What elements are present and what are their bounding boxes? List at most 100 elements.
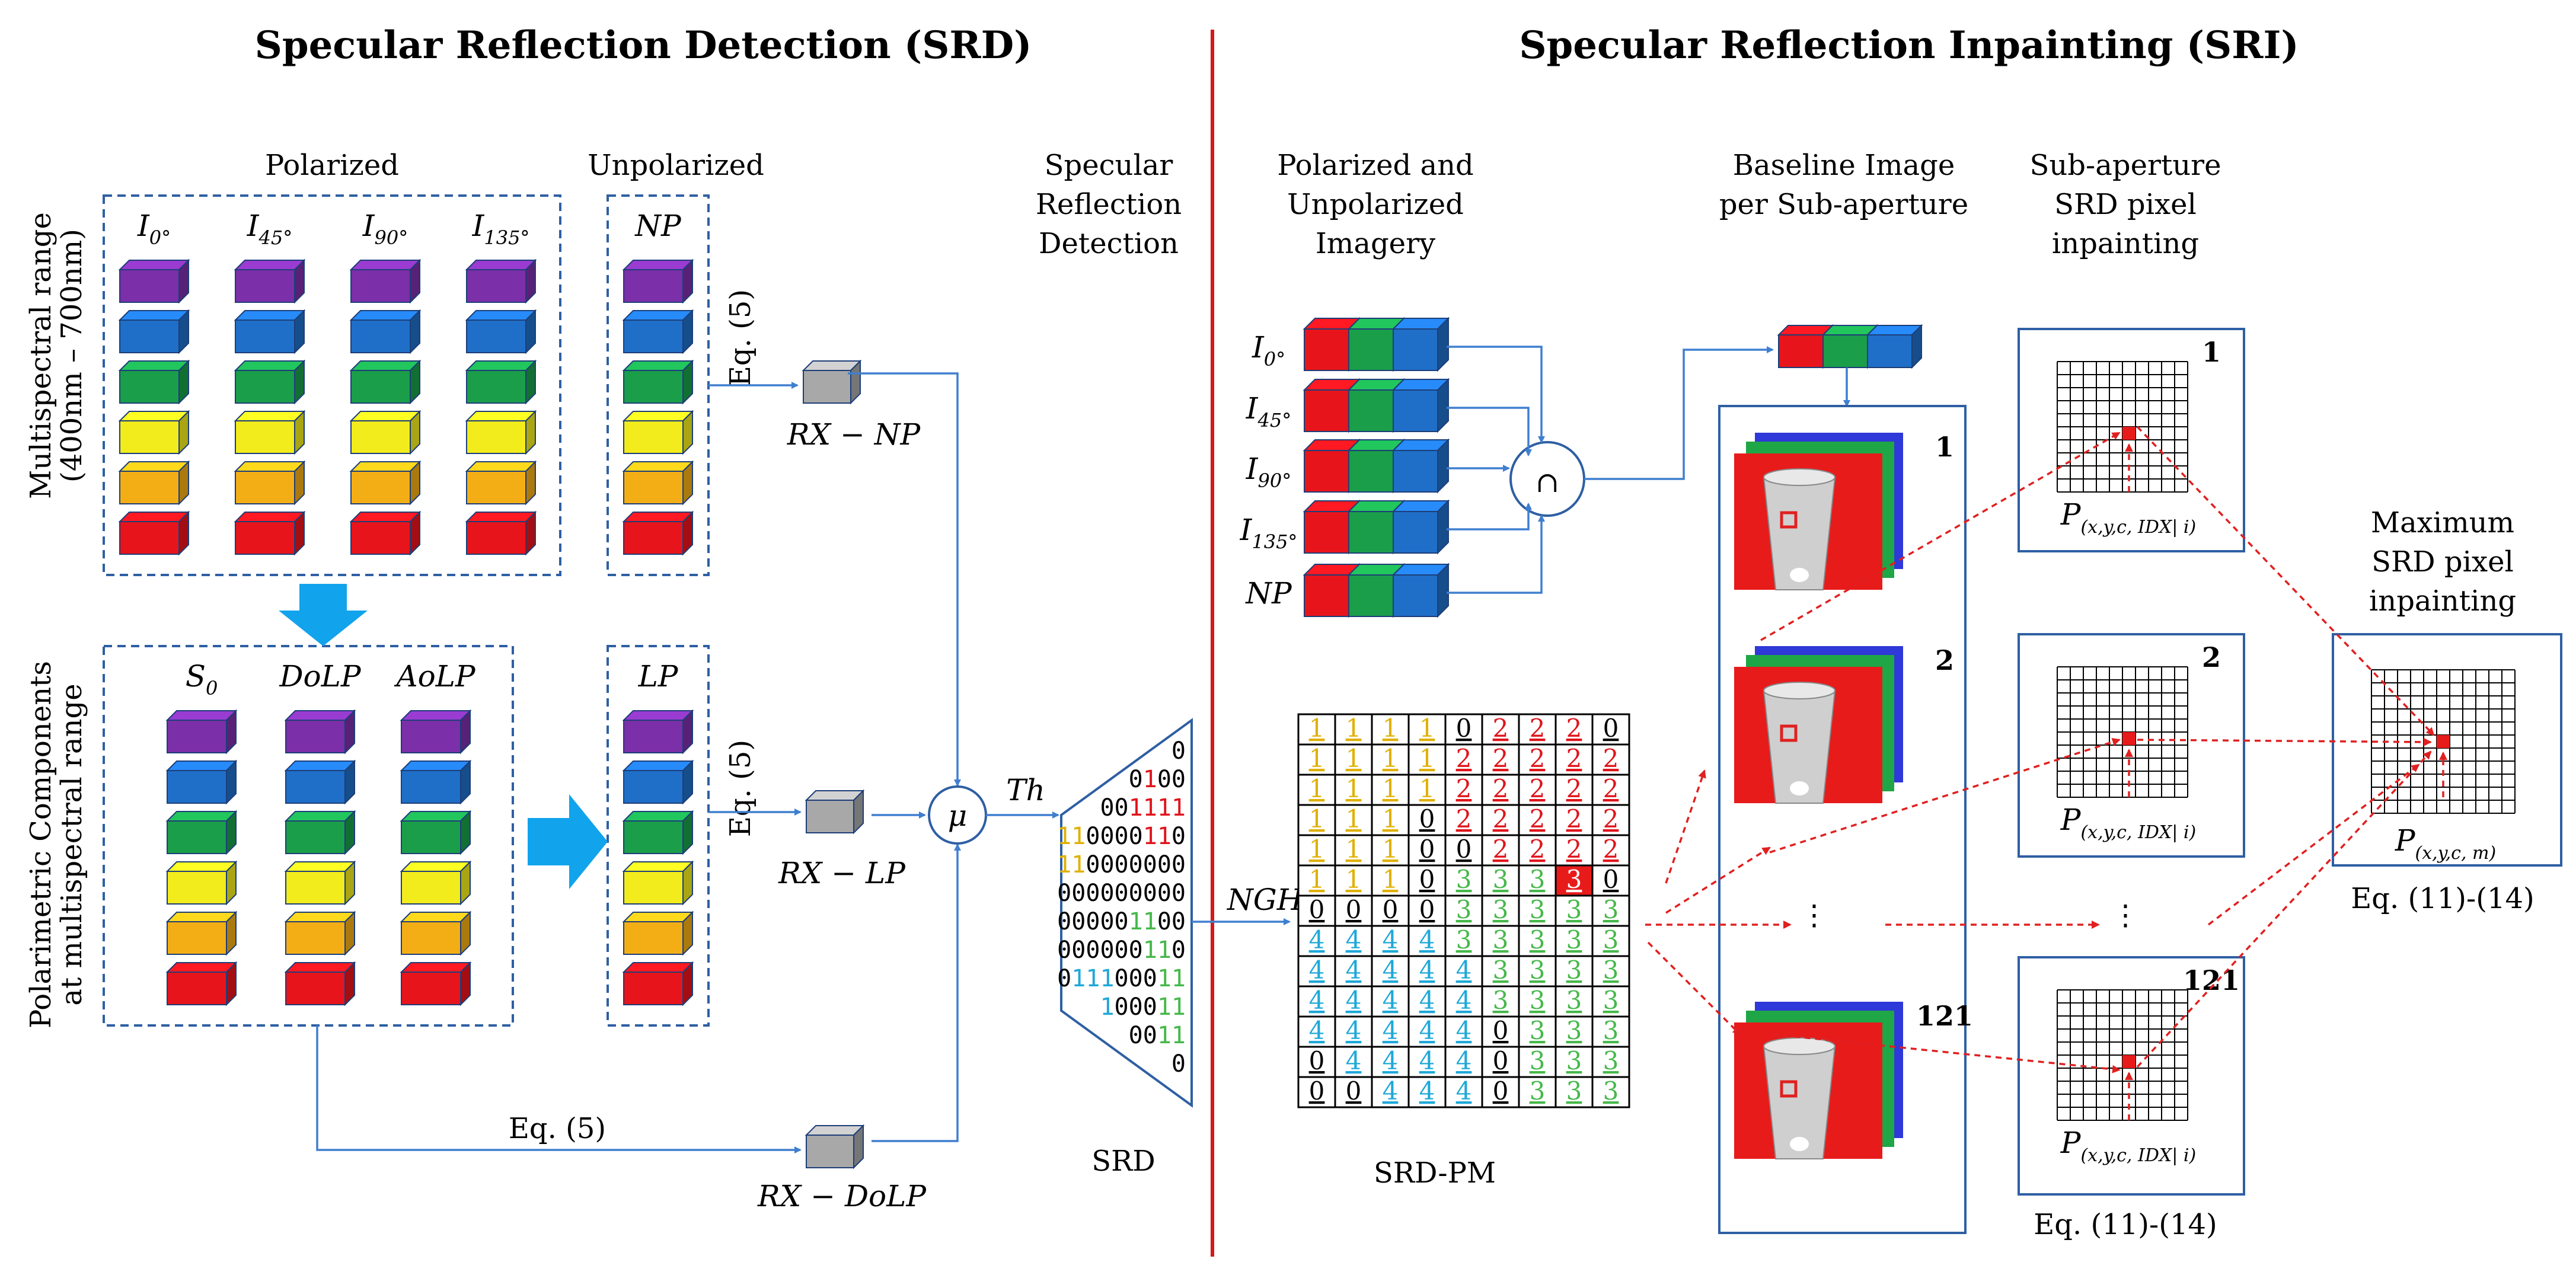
cube-top: [465, 360, 537, 371]
np-cube: [622, 258, 694, 304]
srd-binary-digit: 1: [1172, 993, 1186, 1021]
srd-binary-digit: 0: [1129, 993, 1143, 1021]
srdpm-value: 1: [1419, 714, 1435, 743]
srdpm-cell: [1481, 1015, 1520, 1048]
sub-text: 135°: [1252, 531, 1297, 553]
cube-front: [401, 871, 461, 905]
srdpm-cell: [1591, 985, 1630, 1018]
cube-top: [400, 811, 472, 822]
base-text: DoLP: [279, 659, 361, 694]
srd-binary-digit: 0: [1172, 880, 1186, 907]
srd-binary-row: 110000000: [1057, 851, 1186, 878]
srd-binary-digit: 0: [1115, 880, 1129, 907]
cube-front: [235, 420, 295, 454]
lp-cube: [622, 910, 694, 956]
srd-label: SRD: [1091, 1145, 1155, 1178]
image-stack: 1: [1734, 431, 1954, 590]
baseline-header-line: Baseline Image: [1733, 149, 1955, 182]
srdpm-cell: [1407, 1076, 1447, 1108]
cube-top: [349, 260, 422, 270]
cup-highlight: [1790, 781, 1809, 795]
srd-binary-digit: 0: [1143, 1022, 1157, 1049]
srdpm-cell: [1297, 1015, 1336, 1048]
srdpm-value: 4: [1456, 1076, 1472, 1105]
srdpm-cell: [1518, 925, 1557, 957]
maximum-box: [2332, 633, 2562, 867]
cube-front: [235, 471, 295, 504]
srd-binary-digit: 0: [1057, 880, 1071, 907]
srdpm-cell: [1334, 1046, 1373, 1078]
cube-front: [466, 370, 526, 404]
sub-text: 90°: [375, 226, 408, 249]
pui-cube: [1391, 563, 1450, 618]
panel-number: 2: [2202, 641, 2221, 673]
cube-front: [1304, 574, 1349, 617]
srdpm-value: 3: [1456, 895, 1472, 924]
component-cube: [165, 810, 238, 855]
cube-front: [1304, 511, 1349, 554]
cube-top: [349, 461, 422, 472]
p-sub: (x,y,c, m): [2415, 843, 2496, 864]
pui-connector: [1447, 503, 1532, 531]
srdpm-cell: [1518, 894, 1557, 927]
srdpm-value: 3: [1603, 1046, 1619, 1075]
cube-front: [466, 319, 526, 353]
cube-front: [350, 319, 411, 353]
cup-rim: [1763, 682, 1836, 699]
srdpm-cell: [1591, 894, 1630, 927]
srdpm-value: 2: [1456, 774, 1472, 803]
red-link: [1772, 1033, 2121, 1073]
srd-binary-digit: 0: [1129, 1022, 1143, 1049]
cube-front: [623, 770, 684, 804]
component-cube: [400, 910, 472, 956]
maximum-panel: P(x,y,c, m): [2332, 633, 2562, 867]
lp-cube: [622, 709, 694, 755]
sub-text: 0°: [149, 226, 171, 249]
srdpm-value: 2: [1530, 804, 1546, 833]
spectral-cube: [234, 258, 306, 304]
maximum-header-line: inpainting: [2369, 584, 2516, 618]
srdpm-label: SRD-PM: [1374, 1156, 1496, 1190]
srdpm-value: 0: [1309, 895, 1325, 924]
srdpm-value: 4: [1309, 986, 1325, 1015]
svg-text:Polarimetric Components: Polarimetric Components: [24, 661, 58, 1028]
p-label: P(x,y,c, IDX| i): [2060, 497, 2196, 538]
srd-binary-digit: 1: [1086, 965, 1100, 992]
srdpm-value: 4: [1456, 1016, 1472, 1045]
cube-front: [623, 820, 684, 854]
srdpm-value: 1: [1346, 804, 1362, 833]
cube-front: [1348, 574, 1394, 617]
srdpm-cell: [1518, 864, 1557, 897]
rx-np-box: [802, 359, 862, 405]
srdpm-cell: [1518, 1076, 1557, 1108]
cube-front: [235, 319, 295, 353]
unpolarized-label: Unpolarized: [588, 149, 764, 182]
srdpm-cell: [1444, 864, 1483, 897]
sri-title: Specular Reflection Inpainting (SRI): [1519, 23, 2299, 68]
cube-front: [167, 820, 227, 854]
p-base: P: [2060, 1126, 2082, 1160]
red-link: [1665, 769, 1706, 884]
srd-binary-digit: 0: [1100, 851, 1114, 878]
mu-symbol: μ: [948, 798, 968, 833]
srd-binary-digit: 0: [1129, 880, 1143, 907]
srd-binary-digit: 0: [1129, 851, 1143, 878]
cube-front: [623, 319, 684, 353]
srdpm-value: 4: [1346, 986, 1362, 1015]
srdpm-cell: [1554, 985, 1594, 1018]
cube-front: [167, 770, 227, 804]
srdpm-value: 0: [1603, 865, 1619, 894]
srd-binary-digit: 1: [1172, 1022, 1186, 1049]
srdpm-cell: [1554, 955, 1594, 988]
srdpm-value: 3: [1566, 865, 1582, 894]
cube-top: [284, 912, 356, 922]
cube-top: [118, 411, 190, 421]
srd-binary-digit: 0: [1143, 965, 1157, 992]
pui-header-line: Imagery: [1316, 227, 1435, 260]
pui-row-label: I90°: [1246, 452, 1291, 492]
cube-front: [623, 370, 684, 404]
srd-binary-digit: 0: [1143, 880, 1157, 907]
base-text: I: [1240, 513, 1253, 547]
component-cube: [400, 810, 472, 855]
